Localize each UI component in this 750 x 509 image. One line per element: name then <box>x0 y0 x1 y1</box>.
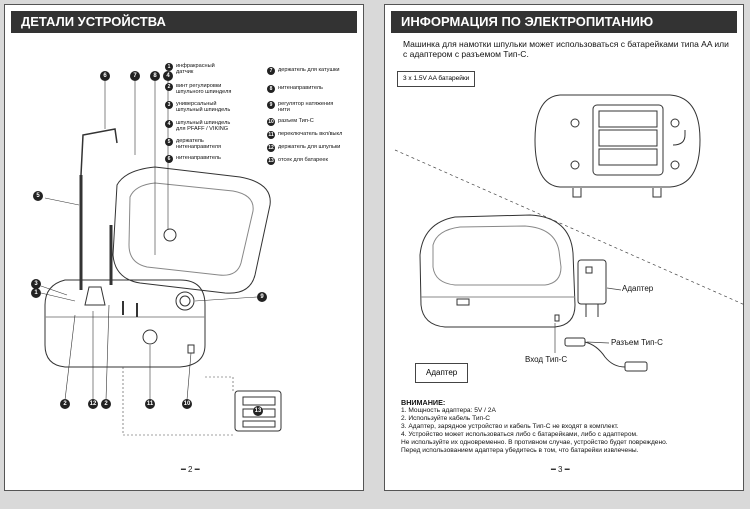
device-parts-diagram <box>40 81 282 436</box>
callout-1: 1 <box>31 288 41 298</box>
warning-line-3: 3. Адаптер, зарядное устройство и кабель… <box>401 423 619 430</box>
callout-10: 10 <box>182 399 192 409</box>
battery-label-box: 3 x 1.5V AA батарейки <box>397 71 476 87</box>
page-device-parts: ДЕТАЛИ УСТРОЙСТВА <box>4 4 364 491</box>
callout-13: 13 <box>253 406 263 416</box>
warning-line-6: Перед использованием адаптера убедитесь … <box>401 447 639 454</box>
page-number-3: ━ 3 ━ <box>551 465 570 474</box>
section-title-device-parts: ДЕТАЛИ УСТРОЙСТВА <box>11 11 357 33</box>
page-number-2: ━ 2 ━ <box>181 465 200 474</box>
callout-2b: 2 <box>101 399 111 409</box>
callout-2: 2 <box>60 399 70 409</box>
power-intro-text: Машинка для намотки шпульки может исполь… <box>403 39 729 59</box>
callout-7: 7 <box>130 71 140 81</box>
power-diagram <box>394 94 745 372</box>
callout-4: 4 <box>163 71 173 81</box>
callout-5: 5 <box>33 191 43 201</box>
callout-9: 9 <box>257 292 267 302</box>
page-power-info: ИНФОРМАЦИЯ ПО ЭЛЕКТРОПИТАНИЮ Машинка для… <box>384 4 745 491</box>
warning-line-4: 4. Устройство может использоваться либо … <box>401 431 638 438</box>
warning-line-2: 2. Используйте кабель Тип-С <box>401 415 491 422</box>
callout-12: 12 <box>88 399 98 409</box>
warning-line-5: Не используйте их одновременно. В против… <box>401 439 668 446</box>
callout-8: 8 <box>150 71 160 81</box>
warning-block: ВНИМАНИЕ: 1. Мощность адаптера: 5V / 2A … <box>401 399 741 455</box>
warning-line-1: 1. Мощность адаптера: 5V / 2A <box>401 407 496 414</box>
callout-3: 3 <box>31 279 41 289</box>
label-type-c-input: Вход Тип-С <box>525 355 568 364</box>
callout-11: 11 <box>145 399 155 409</box>
section-title-power-info: ИНФОРМАЦИЯ ПО ЭЛЕКТРОПИТАНИЮ <box>391 11 737 33</box>
warning-title: ВНИМАНИЕ: <box>401 398 446 407</box>
adapter-label-box: Адаптер <box>415 363 469 383</box>
label-adapter: Адаптер <box>622 284 654 293</box>
callout-6: 6 <box>100 71 110 81</box>
label-type-c-connector: Разъем Тип-С <box>611 338 663 347</box>
